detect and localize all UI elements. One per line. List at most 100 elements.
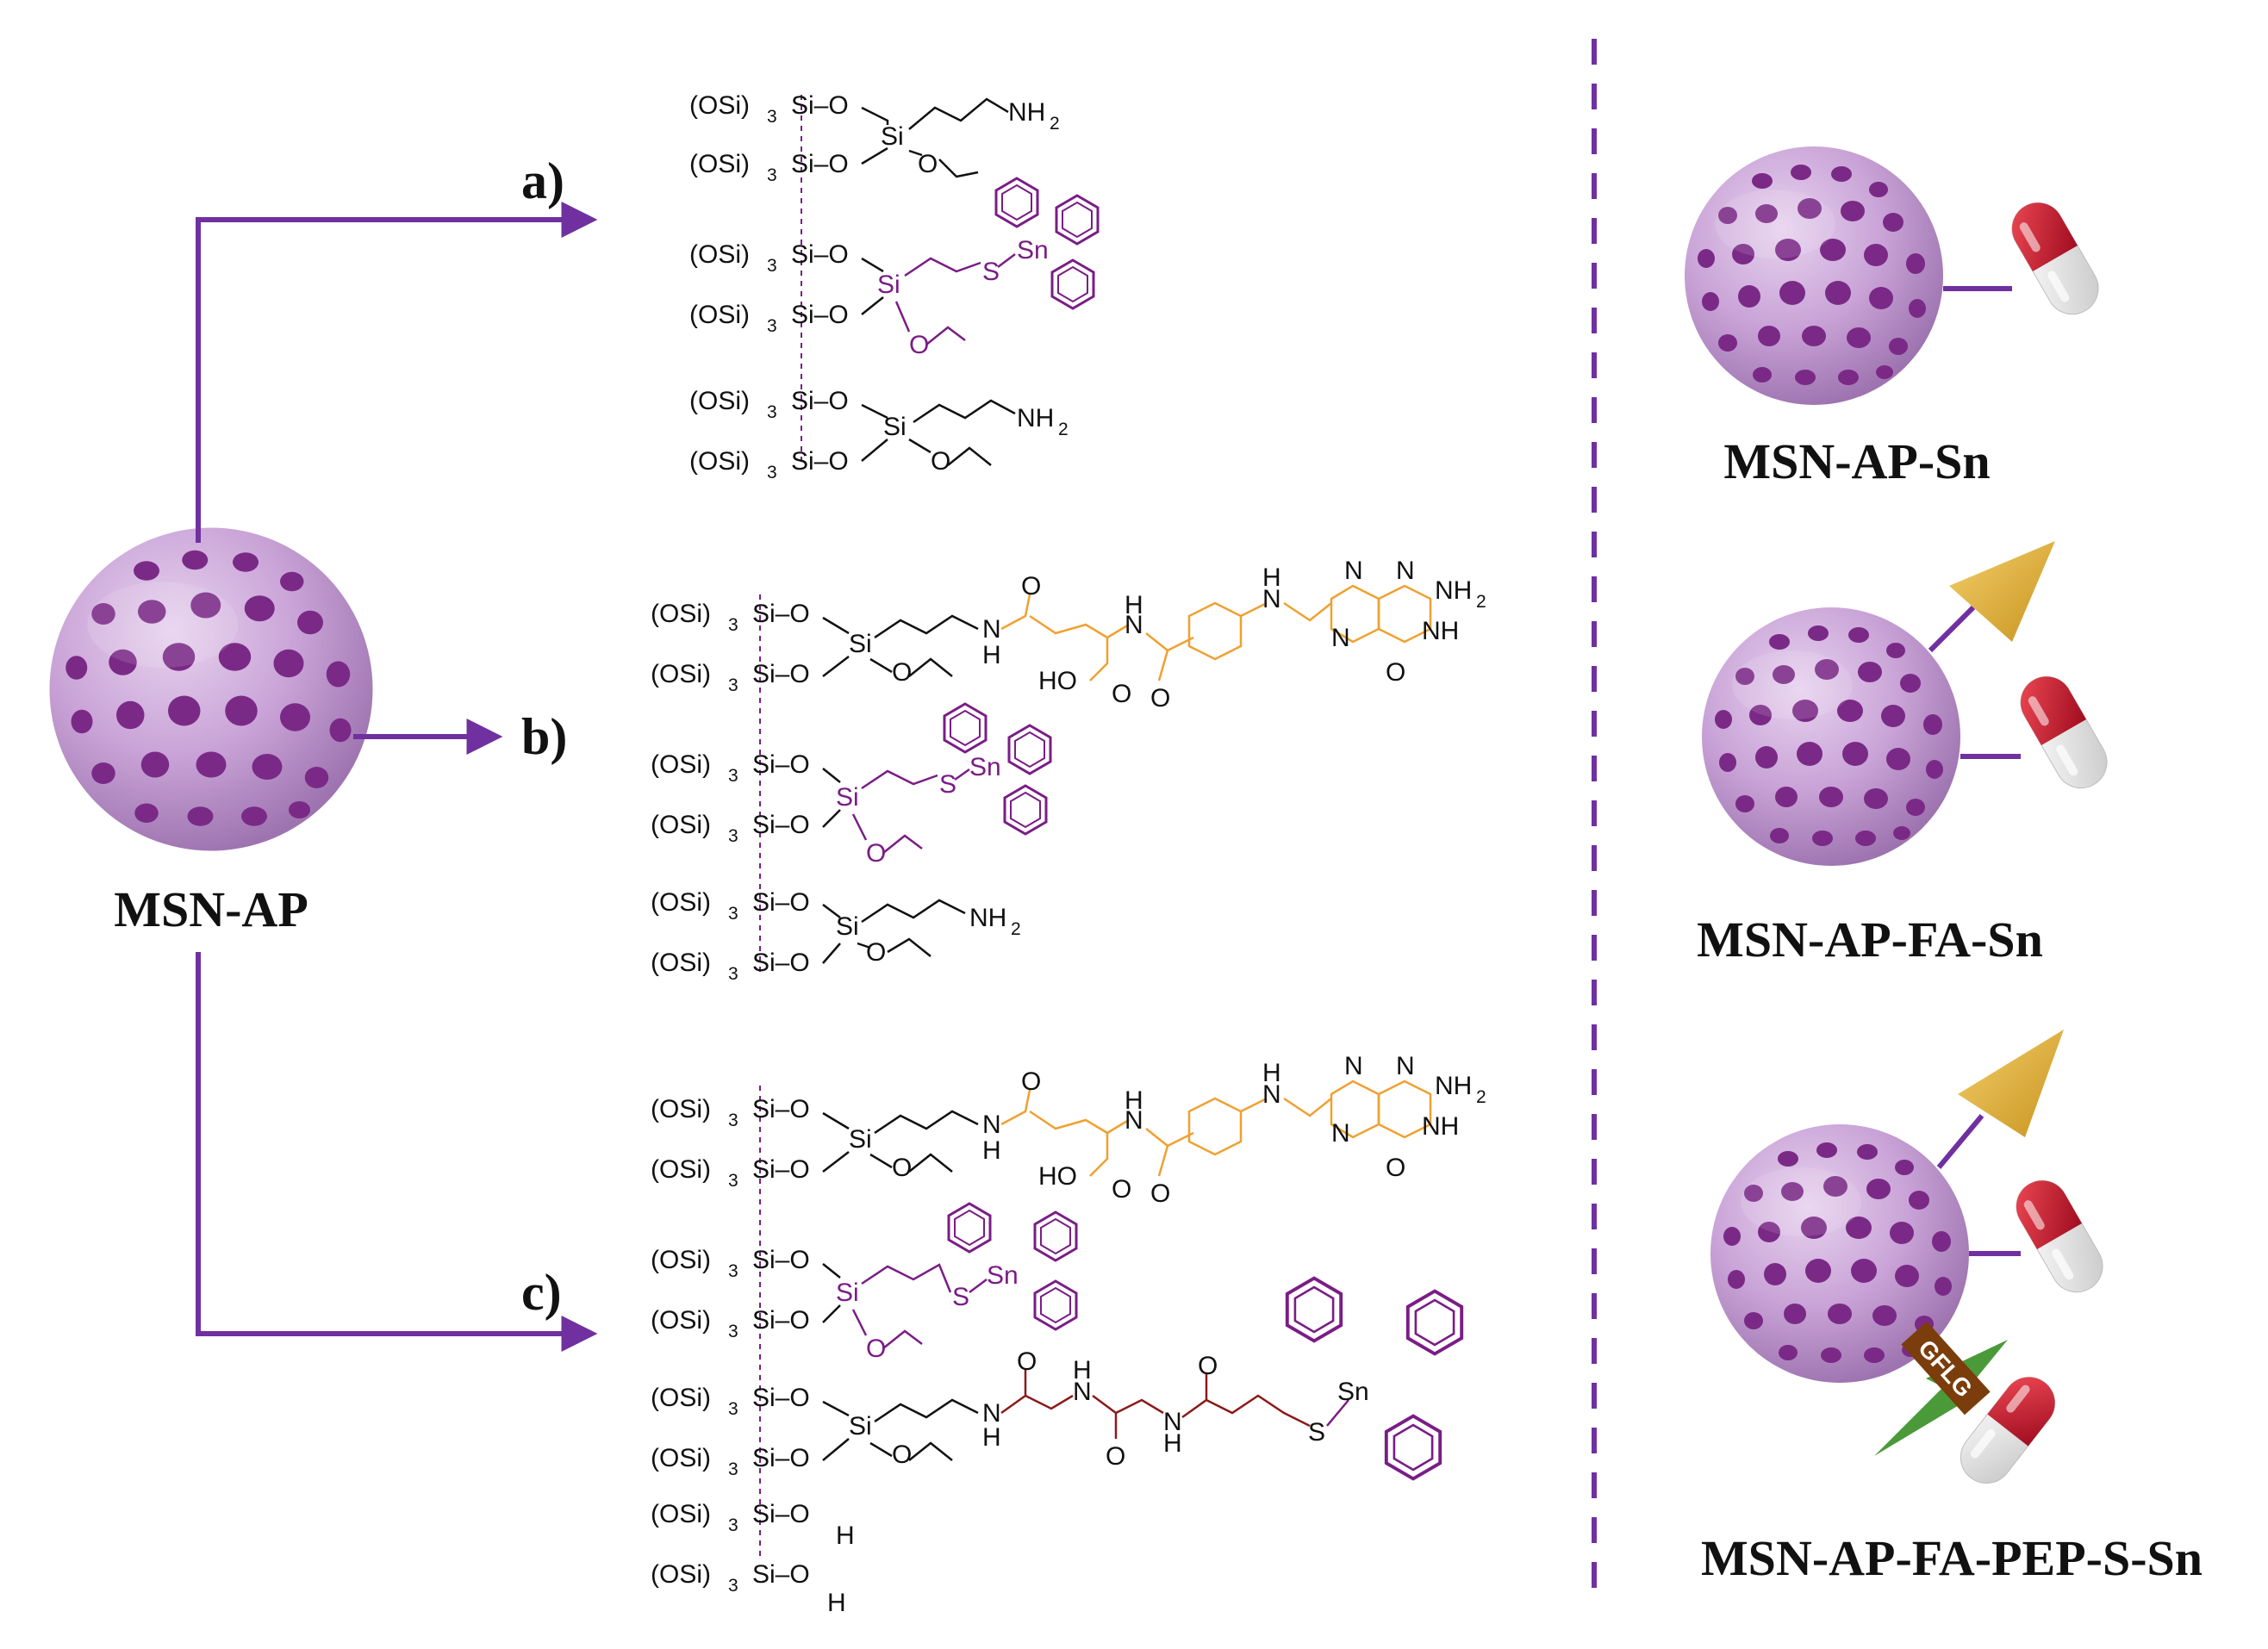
svg-text:Si–O: Si–O (752, 750, 810, 779)
svg-text:N: N (1396, 557, 1415, 585)
svg-text:S: S (952, 1283, 969, 1311)
svg-text:H: H (982, 641, 1001, 669)
svg-text:2: 2 (1011, 919, 1021, 939)
svg-text:3: 3 (728, 1322, 738, 1341)
svg-text:3: 3 (767, 402, 777, 422)
svg-text:(OSi): (OSi) (651, 1155, 711, 1184)
svg-text:H: H (827, 1589, 846, 1617)
svg-text:3: 3 (728, 1111, 738, 1130)
svg-text:3: 3 (728, 1515, 738, 1535)
svg-text:H: H (1073, 1356, 1092, 1385)
svg-text:(OSi): (OSi) (651, 1306, 711, 1335)
svg-text:(OSi): (OSi) (651, 660, 711, 688)
svg-text:N: N (1344, 557, 1363, 585)
svg-text:(OSi): (OSi) (689, 447, 750, 476)
svg-text:Si–O: Si–O (752, 811, 810, 839)
svg-text:Si–O: Si–O (752, 1384, 810, 1412)
svg-text:3: 3 (728, 826, 738, 846)
gflg-tag (1901, 1321, 1991, 1416)
svg-text:O: O (1198, 1352, 1218, 1380)
svg-text:3: 3 (728, 766, 738, 786)
svg-text:NH: NH (1422, 617, 1459, 645)
route-arrows (196, 202, 598, 1352)
svg-text:Si–O: Si–O (791, 91, 849, 120)
svg-text:NH: NH (1435, 1072, 1472, 1100)
svg-text:3: 3 (728, 1399, 738, 1419)
svg-text:O: O (1150, 1179, 1170, 1208)
svg-text:Sn: Sn (1017, 236, 1049, 264)
svg-text:(OSi): (OSi) (651, 1500, 711, 1528)
svg-text:3: 3 (728, 615, 738, 635)
structure-c: (OSi) 3 Si–O Si (OSi) 3 Si–O O N H O H N… (651, 1052, 1486, 1617)
svg-text:H: H (1262, 1059, 1281, 1087)
svg-text:(OSi): (OSi) (651, 1384, 711, 1412)
svg-text:(OSi): (OSi) (651, 888, 711, 917)
svg-text:S: S (982, 258, 1000, 286)
svg-text:Si: Si (849, 1412, 872, 1441)
svg-text:3: 3 (767, 165, 777, 185)
svg-text:(OSi): (OSi) (651, 949, 711, 977)
svg-text:O: O (892, 1154, 912, 1182)
svg-text:N: N (1344, 1052, 1363, 1080)
route-marker-b: b) (521, 708, 567, 765)
svg-text:Si–O: Si–O (791, 447, 849, 476)
svg-text:O: O (1112, 680, 1131, 708)
svg-text:HO: HO (1038, 667, 1077, 695)
svg-text:N: N (1331, 624, 1350, 652)
svg-text:O: O (918, 150, 938, 178)
svg-text:Si–O: Si–O (752, 1095, 810, 1123)
msn-ap-nanoparticle (49, 527, 373, 851)
svg-text:3: 3 (728, 904, 738, 924)
svg-text:3: 3 (728, 1576, 738, 1596)
svg-text:S: S (1308, 1418, 1325, 1447)
capsule-icon (2002, 192, 2109, 325)
svg-text:N: N (1073, 1378, 1092, 1406)
structure-a: (OSi) 3 Si–O Si NH 2 (OSi) 3 Si–O O (OSi… (689, 91, 1100, 482)
svg-text:O: O (1386, 1154, 1405, 1182)
route-arrow-a (196, 202, 598, 543)
svg-text:Si–O: Si–O (752, 1246, 810, 1274)
svg-text:Si–O: Si–O (791, 301, 849, 329)
svg-text:O: O (1386, 658, 1405, 687)
svg-text:Si: Si (836, 783, 859, 812)
nanoparticle-icon (1685, 146, 1943, 405)
source-label: MSN-AP (114, 881, 308, 937)
svg-text:(OSi): (OSi) (651, 1246, 711, 1274)
svg-text:Si: Si (836, 1279, 859, 1307)
product-msn-ap-fa-pep-s-sn: GFLG (1710, 1030, 2113, 1495)
svg-text:Si–O: Si–O (752, 1155, 810, 1184)
svg-text:Si–O: Si–O (752, 1306, 810, 1335)
svg-text:N: N (1331, 1119, 1350, 1148)
svg-text:O: O (909, 331, 929, 359)
svg-text:(OSi): (OSi) (651, 1095, 711, 1123)
product-label-1: MSN-AP-Sn (1723, 433, 1990, 489)
svg-text:Si: Si (849, 630, 872, 658)
svg-text:Si: Si (849, 1125, 872, 1154)
folate-cone-icon (1949, 541, 2055, 642)
svg-text:(OSi): (OSi) (651, 1444, 711, 1472)
product-msn-ap-sn (1685, 146, 2109, 405)
svg-text:3: 3 (767, 463, 777, 482)
svg-text:Si–O: Si–O (752, 660, 810, 688)
svg-text:N: N (982, 615, 1001, 644)
svg-text:Si–O: Si–O (752, 949, 810, 977)
svg-text:H: H (1125, 1086, 1143, 1115)
svg-text:3: 3 (767, 256, 777, 276)
nanoparticle-icon (49, 527, 373, 851)
svg-text:2: 2 (1058, 420, 1069, 439)
svg-text:O: O (892, 1441, 912, 1469)
svg-text:2: 2 (1476, 592, 1486, 612)
peptide-linker: O H N O N H O S Sn (1000, 1347, 1369, 1471)
structure-b: (OSi) 3 Si–O Si (OSi) 3 Si–O O N H O H N… (651, 557, 1486, 984)
svg-text:H: H (1262, 563, 1281, 592)
svg-text:2: 2 (1050, 114, 1060, 134)
svg-text:2: 2 (1476, 1087, 1486, 1107)
nanoparticle-icon (1702, 607, 1960, 866)
svg-text:N: N (1125, 611, 1143, 639)
svg-text:O: O (866, 938, 886, 967)
svg-text:O: O (892, 658, 912, 687)
svg-text:NH: NH (1435, 576, 1472, 605)
svg-text:3: 3 (728, 1459, 738, 1479)
svg-text:3: 3 (728, 1261, 738, 1281)
svg-text:(OSi): (OSi) (689, 240, 750, 269)
